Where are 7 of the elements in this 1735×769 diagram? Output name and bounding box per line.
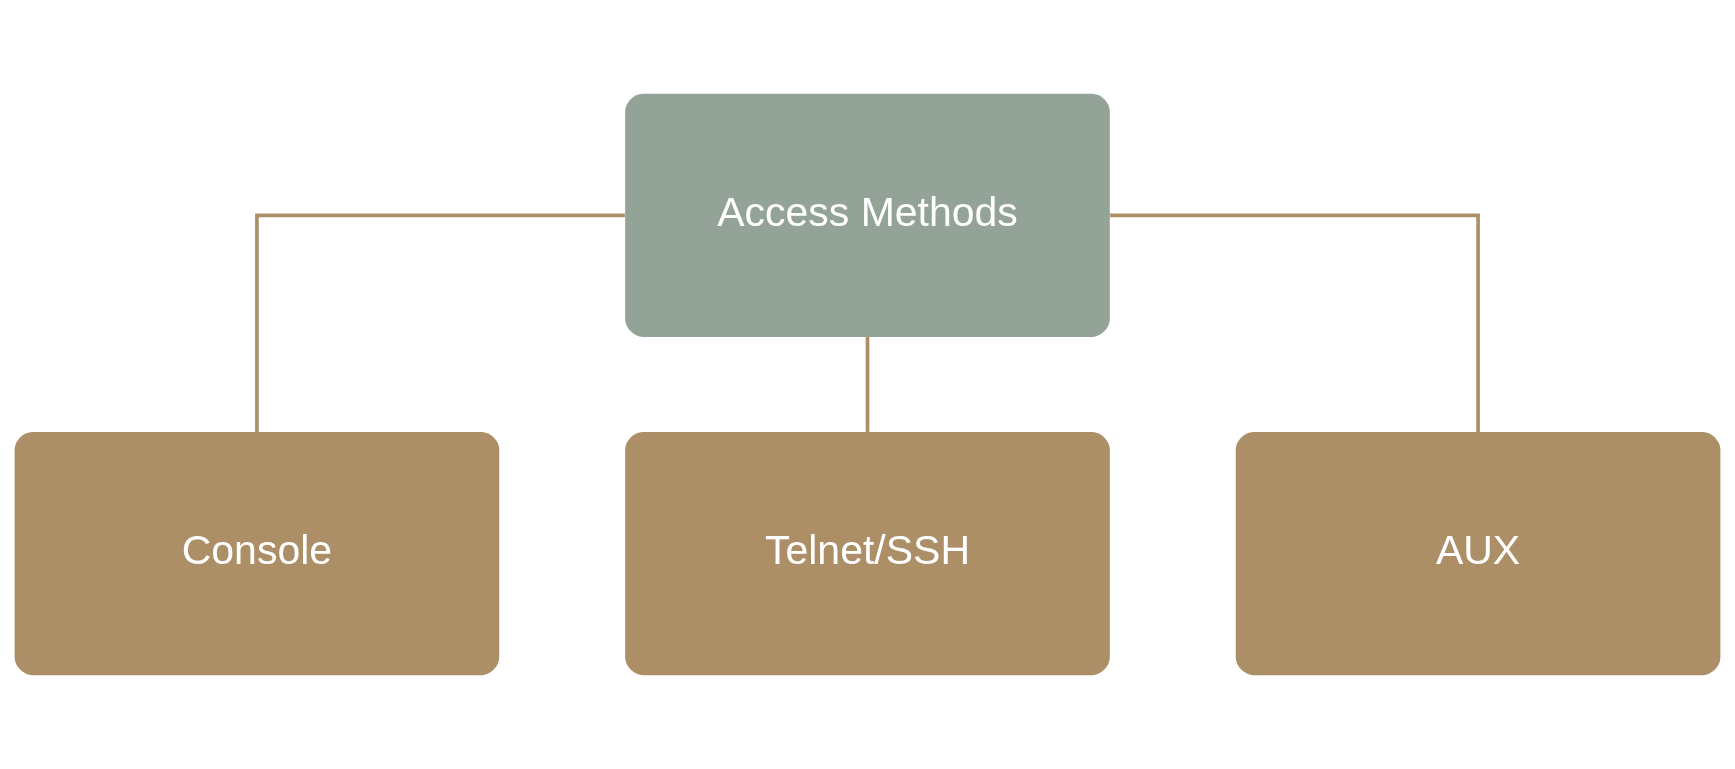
- connector: [255, 213, 625, 432]
- node-box: Telnet/SSH: [625, 432, 1110, 676]
- connector: [1110, 213, 1480, 432]
- node-box: Access Methods: [625, 93, 1110, 337]
- connector: [865, 337, 870, 432]
- node-box: Console: [14, 432, 500, 676]
- node-box: AUX: [1235, 432, 1721, 676]
